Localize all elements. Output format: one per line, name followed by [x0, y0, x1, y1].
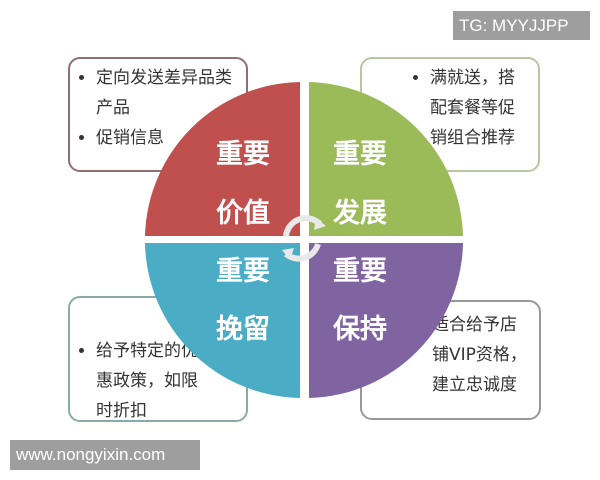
quadrant-keep [309, 243, 463, 398]
quadrant-retain [145, 243, 300, 398]
quadrant-keep-line2: 保持 [332, 314, 387, 345]
quadrant-retain-line1: 重要 [216, 256, 270, 287]
quadrant-keep-line1: 重要 [333, 256, 387, 287]
quadrant-value-line2: 价值 [216, 198, 270, 229]
quadrant-value-line1: 重要 [216, 139, 270, 170]
list-item: 促销信息 [96, 123, 238, 153]
quadrant-retain-line2: 挽留 [216, 314, 270, 345]
list-item: 满就送，搭配套餐等促销组合推荐 [430, 63, 530, 153]
quadrant-develop-line2: 发展 [332, 197, 387, 229]
list-item: 定向发送差异品类产品 [96, 63, 238, 123]
watermark-bottom: www.nongyixin.com [10, 440, 200, 470]
quadrant-develop-line1: 重要 [333, 139, 387, 170]
watermark-top: TG: MYYJJPP [453, 11, 590, 40]
list-item: 适合给予店铺VIP资格，建立忠诚度 [432, 310, 531, 400]
list-item: 给予特定的优惠政策，如限时折扣 [96, 336, 201, 426]
quadrant-develop [309, 82, 463, 236]
quadrant-value [145, 82, 300, 236]
